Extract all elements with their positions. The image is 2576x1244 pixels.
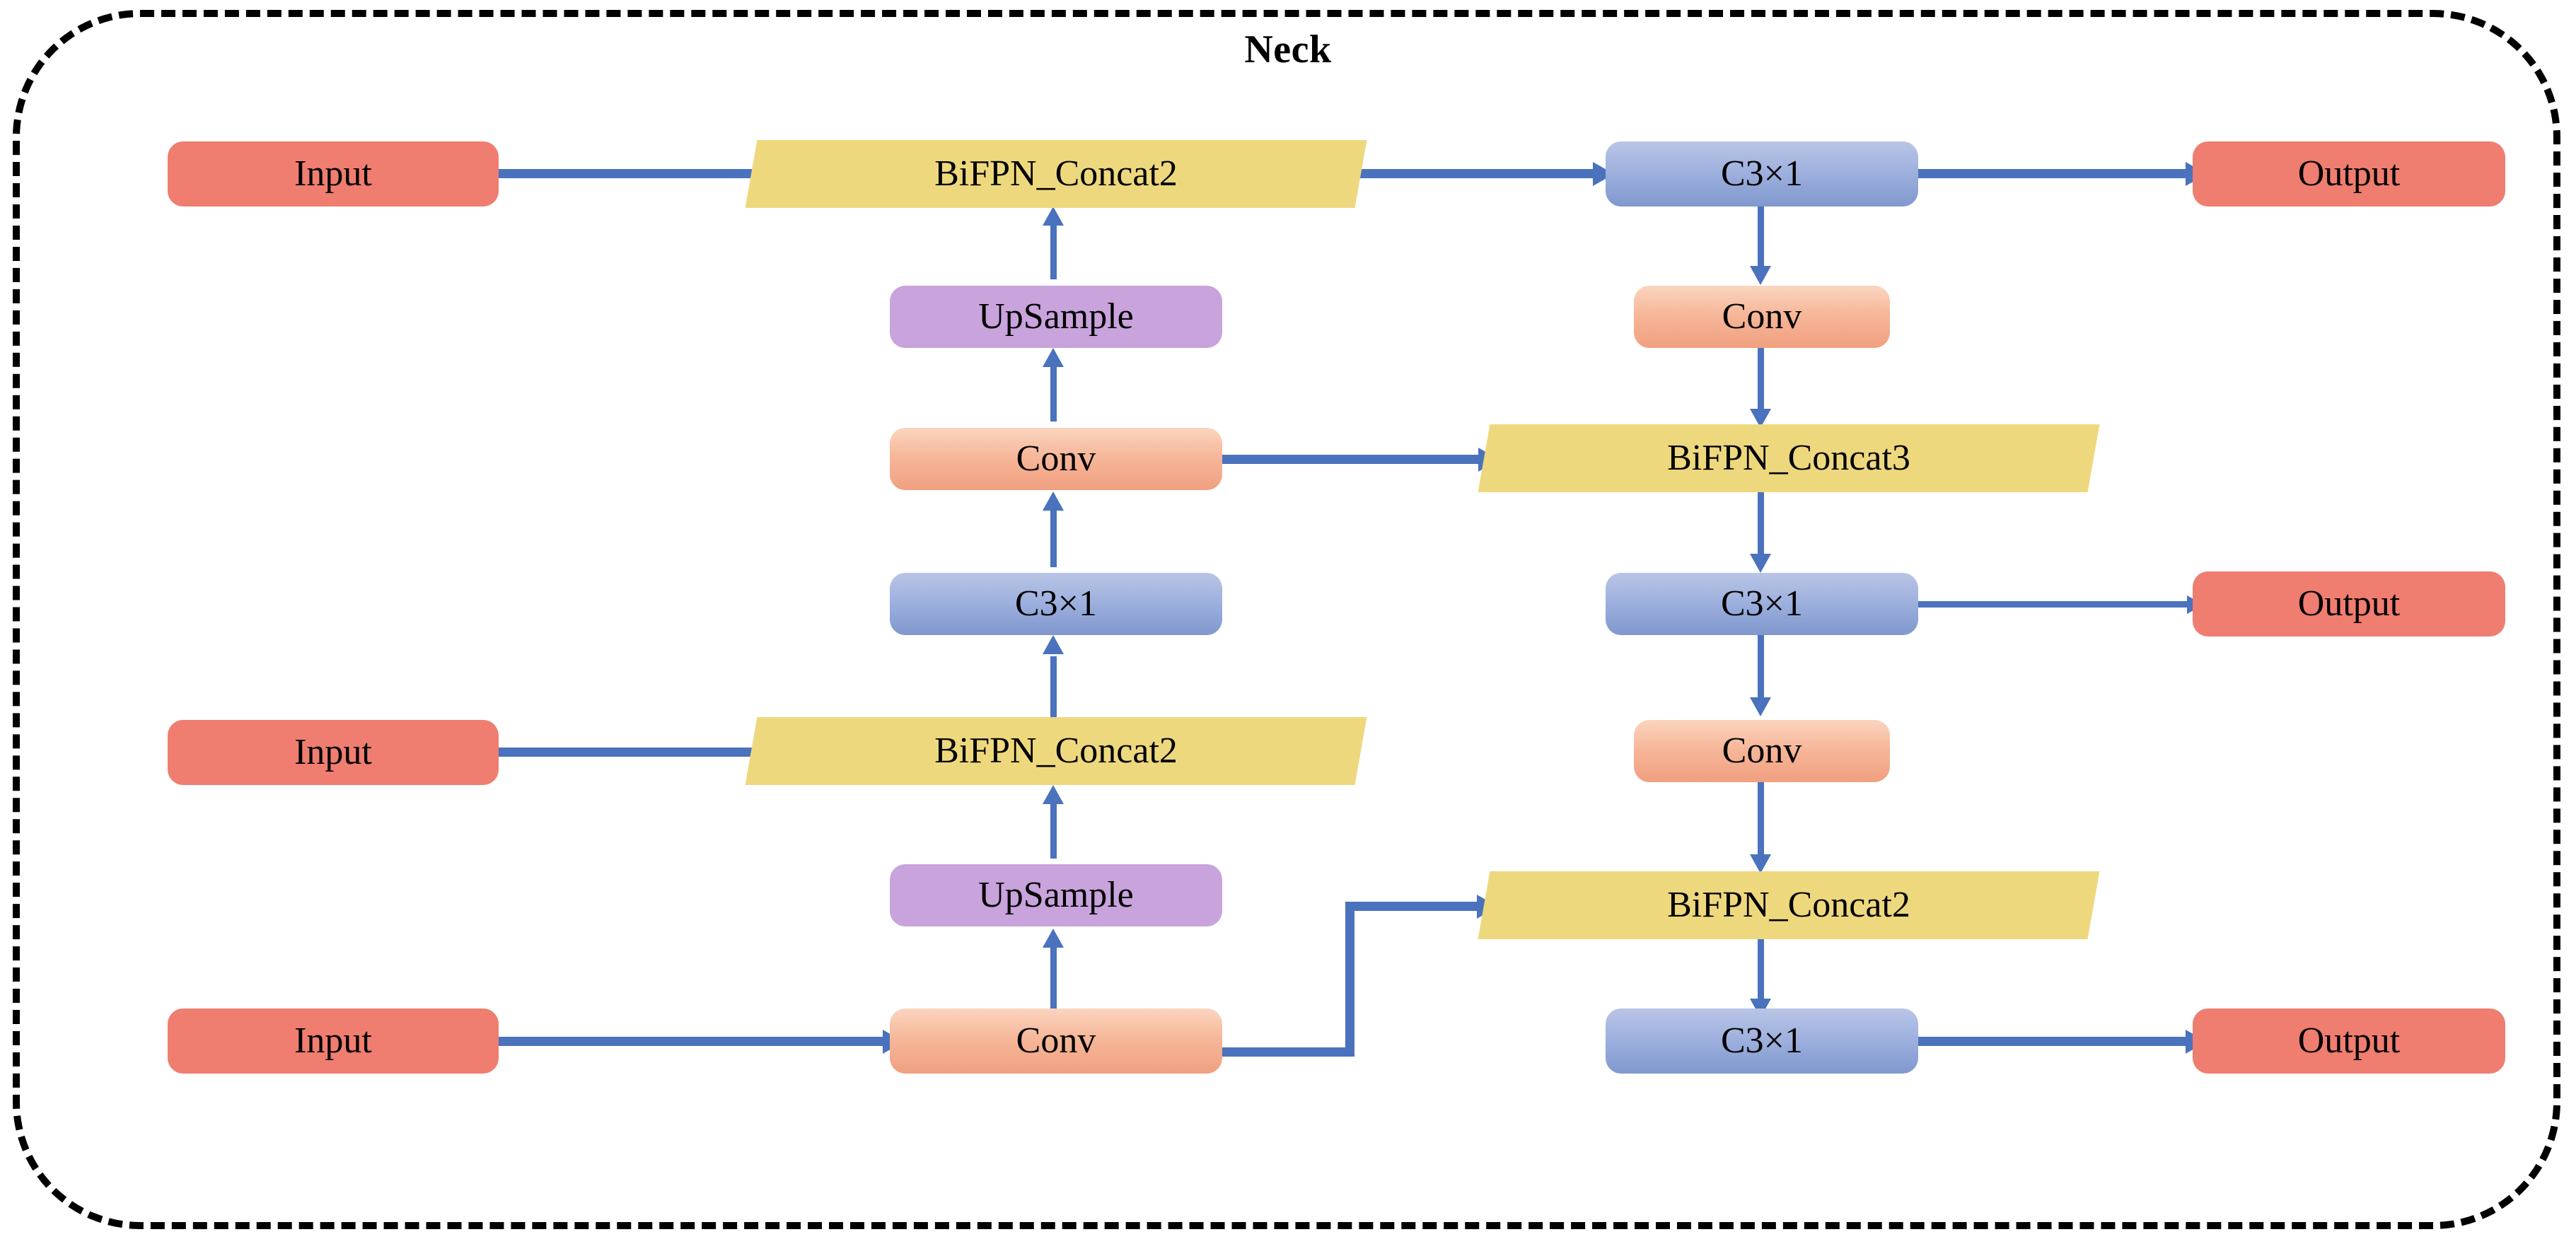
edge-concat2-bottom-to-c3-right-3 — [1758, 939, 1764, 1004]
node-output-mid[interactable]: Output — [2193, 571, 2505, 636]
edge-c3-top-to-output-top — [1918, 169, 2195, 178]
node-label: Input — [294, 732, 372, 772]
edge-upsample-top-to-concat2-top — [1050, 223, 1057, 279]
node-label: UpSample — [978, 875, 1134, 915]
node-label: C3×1 — [1720, 583, 1803, 624]
node-conv-mid-1[interactable]: Conv — [890, 428, 1222, 490]
node-label: BiFPN_Concat2 — [934, 731, 1178, 771]
node-concat2-mid[interactable]: BiFPN_Concat2 — [745, 717, 1367, 785]
arrowhead-up — [1043, 785, 1064, 804]
node-label: BiFPN_Concat3 — [1667, 438, 1910, 478]
edge-conv-mid-2-elbow-h2 — [1345, 902, 1483, 911]
edge-concat3-to-c3-right-2 — [1758, 492, 1764, 557]
node-label: Output — [2297, 583, 2401, 624]
node-label: UpSample — [978, 296, 1134, 337]
edge-concat2-mid-to-c3-mid-1 — [1050, 656, 1057, 719]
edge-upsample-bottom-to-concat2-mid — [1050, 802, 1057, 859]
neck-title: Neck — [1244, 28, 1332, 71]
node-input-mid[interactable]: Input — [168, 720, 499, 785]
node-label: Output — [2297, 153, 2401, 194]
node-label: Conv — [1722, 296, 1802, 337]
node-output-bottom[interactable]: Output — [2193, 1008, 2505, 1074]
arrowhead-up — [1043, 207, 1064, 226]
node-concat3[interactable]: BiFPN_Concat3 — [1478, 424, 2100, 492]
node-c3-right-3[interactable]: C3×1 — [1606, 1008, 1918, 1074]
edge-conv-mid-2-to-upsample-bottom — [1050, 948, 1057, 1008]
node-output-top[interactable]: Output — [2193, 141, 2505, 207]
edge-c3-top-to-conv-right-1 — [1758, 207, 1764, 269]
arrowhead-down — [1750, 854, 1771, 873]
edge-c3-mid-1-to-conv-mid-1 — [1050, 509, 1057, 567]
arrowhead-down — [1750, 554, 1771, 573]
arrowhead-up — [1043, 348, 1064, 367]
arrowhead-up — [1043, 492, 1064, 511]
node-c3-right-2[interactable]: C3×1 — [1606, 573, 1918, 635]
edge-conv-mid-1-to-concat3 — [1222, 455, 1484, 464]
node-c3-mid-1[interactable]: C3×1 — [890, 573, 1222, 635]
node-label: Output — [2297, 1021, 2401, 1061]
node-conv-mid-2[interactable]: Conv — [890, 1008, 1222, 1074]
node-concat2-top[interactable]: BiFPN_Concat2 — [745, 140, 1367, 208]
node-concat2-bottom[interactable]: BiFPN_Concat2 — [1478, 871, 2100, 939]
arrowhead-down — [1750, 266, 1771, 285]
node-upsample-top[interactable]: UpSample — [890, 286, 1222, 348]
edge-input-bottom-to-conv-mid-2 — [499, 1037, 895, 1046]
node-upsample-bottom[interactable]: UpSample — [890, 864, 1222, 926]
edge-concat2-top-to-c3 — [1351, 169, 1599, 178]
node-label: BiFPN_Concat2 — [1667, 885, 1910, 925]
node-input-top[interactable]: Input — [168, 141, 499, 207]
edge-c3-right-2-to-conv-right-2 — [1758, 635, 1764, 700]
node-label: Input — [294, 1021, 372, 1061]
arrowhead-up — [1043, 635, 1064, 654]
node-label: C3×1 — [1720, 153, 1803, 194]
edge-input-mid-to-concat2-mid — [499, 748, 776, 757]
node-label: Conv — [1016, 438, 1096, 479]
node-label: C3×1 — [1014, 583, 1097, 624]
edge-conv-mid-1-to-upsample-top — [1050, 365, 1057, 422]
arrowhead-up — [1043, 929, 1064, 948]
node-label: BiFPN_Concat2 — [934, 153, 1178, 194]
node-label: Input — [294, 153, 372, 194]
edge-conv-right-1-to-concat3 — [1758, 348, 1764, 413]
node-label: Conv — [1722, 731, 1802, 771]
node-conv-right-1[interactable]: Conv — [1634, 286, 1890, 348]
node-conv-right-2[interactable]: Conv — [1634, 720, 1890, 782]
node-label: C3×1 — [1720, 1021, 1803, 1061]
edge-conv-mid-2-elbow-h1 — [1220, 1047, 1354, 1057]
edge-conv-mid-2-elbow-v — [1345, 902, 1354, 1052]
edge-c3-right-2-to-output-mid — [1918, 601, 2195, 608]
node-c3-top-right[interactable]: C3×1 — [1606, 141, 1918, 207]
arrowhead-down — [1750, 697, 1771, 716]
edge-c3-right-3-to-output-bottom — [1918, 1037, 2195, 1046]
node-label: Conv — [1016, 1021, 1096, 1061]
node-input-bottom[interactable]: Input — [168, 1008, 499, 1074]
edge-conv-right-2-to-concat2-bottom — [1758, 782, 1764, 861]
edge-input-top-to-concat2-top — [499, 169, 776, 178]
